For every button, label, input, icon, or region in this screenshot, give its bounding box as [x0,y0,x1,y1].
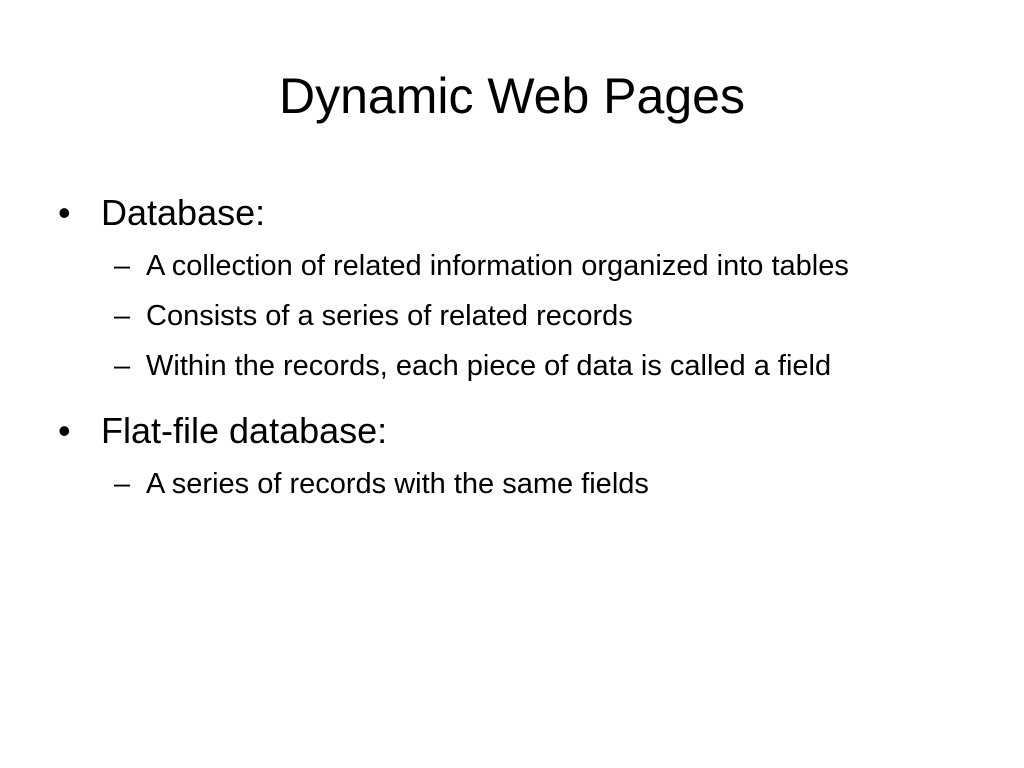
sub-bullet-list: – A collection of related information or… [101,244,958,388]
sub-bullet: – Consists of a series of related record… [58,294,958,338]
sub-bullet-text: A collection of related information orga… [146,250,849,282]
sub-bullet-text: Consists of a series of related records [146,300,633,332]
slide-title: Dynamic Web Pages [279,68,745,124]
sub-bullet-text: A series of records with the same fields [146,468,649,500]
bullet-marker: • [58,410,71,451]
sub-bullet: – A collection of related information or… [58,244,958,288]
sub-bullet-text: Within the records, each piece of data i… [146,350,832,382]
sub-bullet-marker: – [114,468,131,500]
bullet-database: • Database: – A collection of related in… [58,188,958,388]
sub-bullet-list: – A series of records with the same fiel… [101,462,958,506]
sub-bullet: – Within the records, each piece of data… [58,344,958,388]
bullet-text: Flat-file database: [101,410,388,451]
bullet-marker: • [58,192,71,233]
slide-content: • Database: – A collection of related in… [58,188,958,506]
bullet-text: Database: [101,192,266,233]
sub-bullet-marker: – [114,300,131,332]
sub-bullet-marker: – [114,350,131,382]
bullet-flat-file-database: • Flat-file database: – A series of reco… [58,406,958,506]
sub-bullet-marker: – [114,250,131,282]
sub-bullet: – A series of records with the same fiel… [58,462,958,506]
